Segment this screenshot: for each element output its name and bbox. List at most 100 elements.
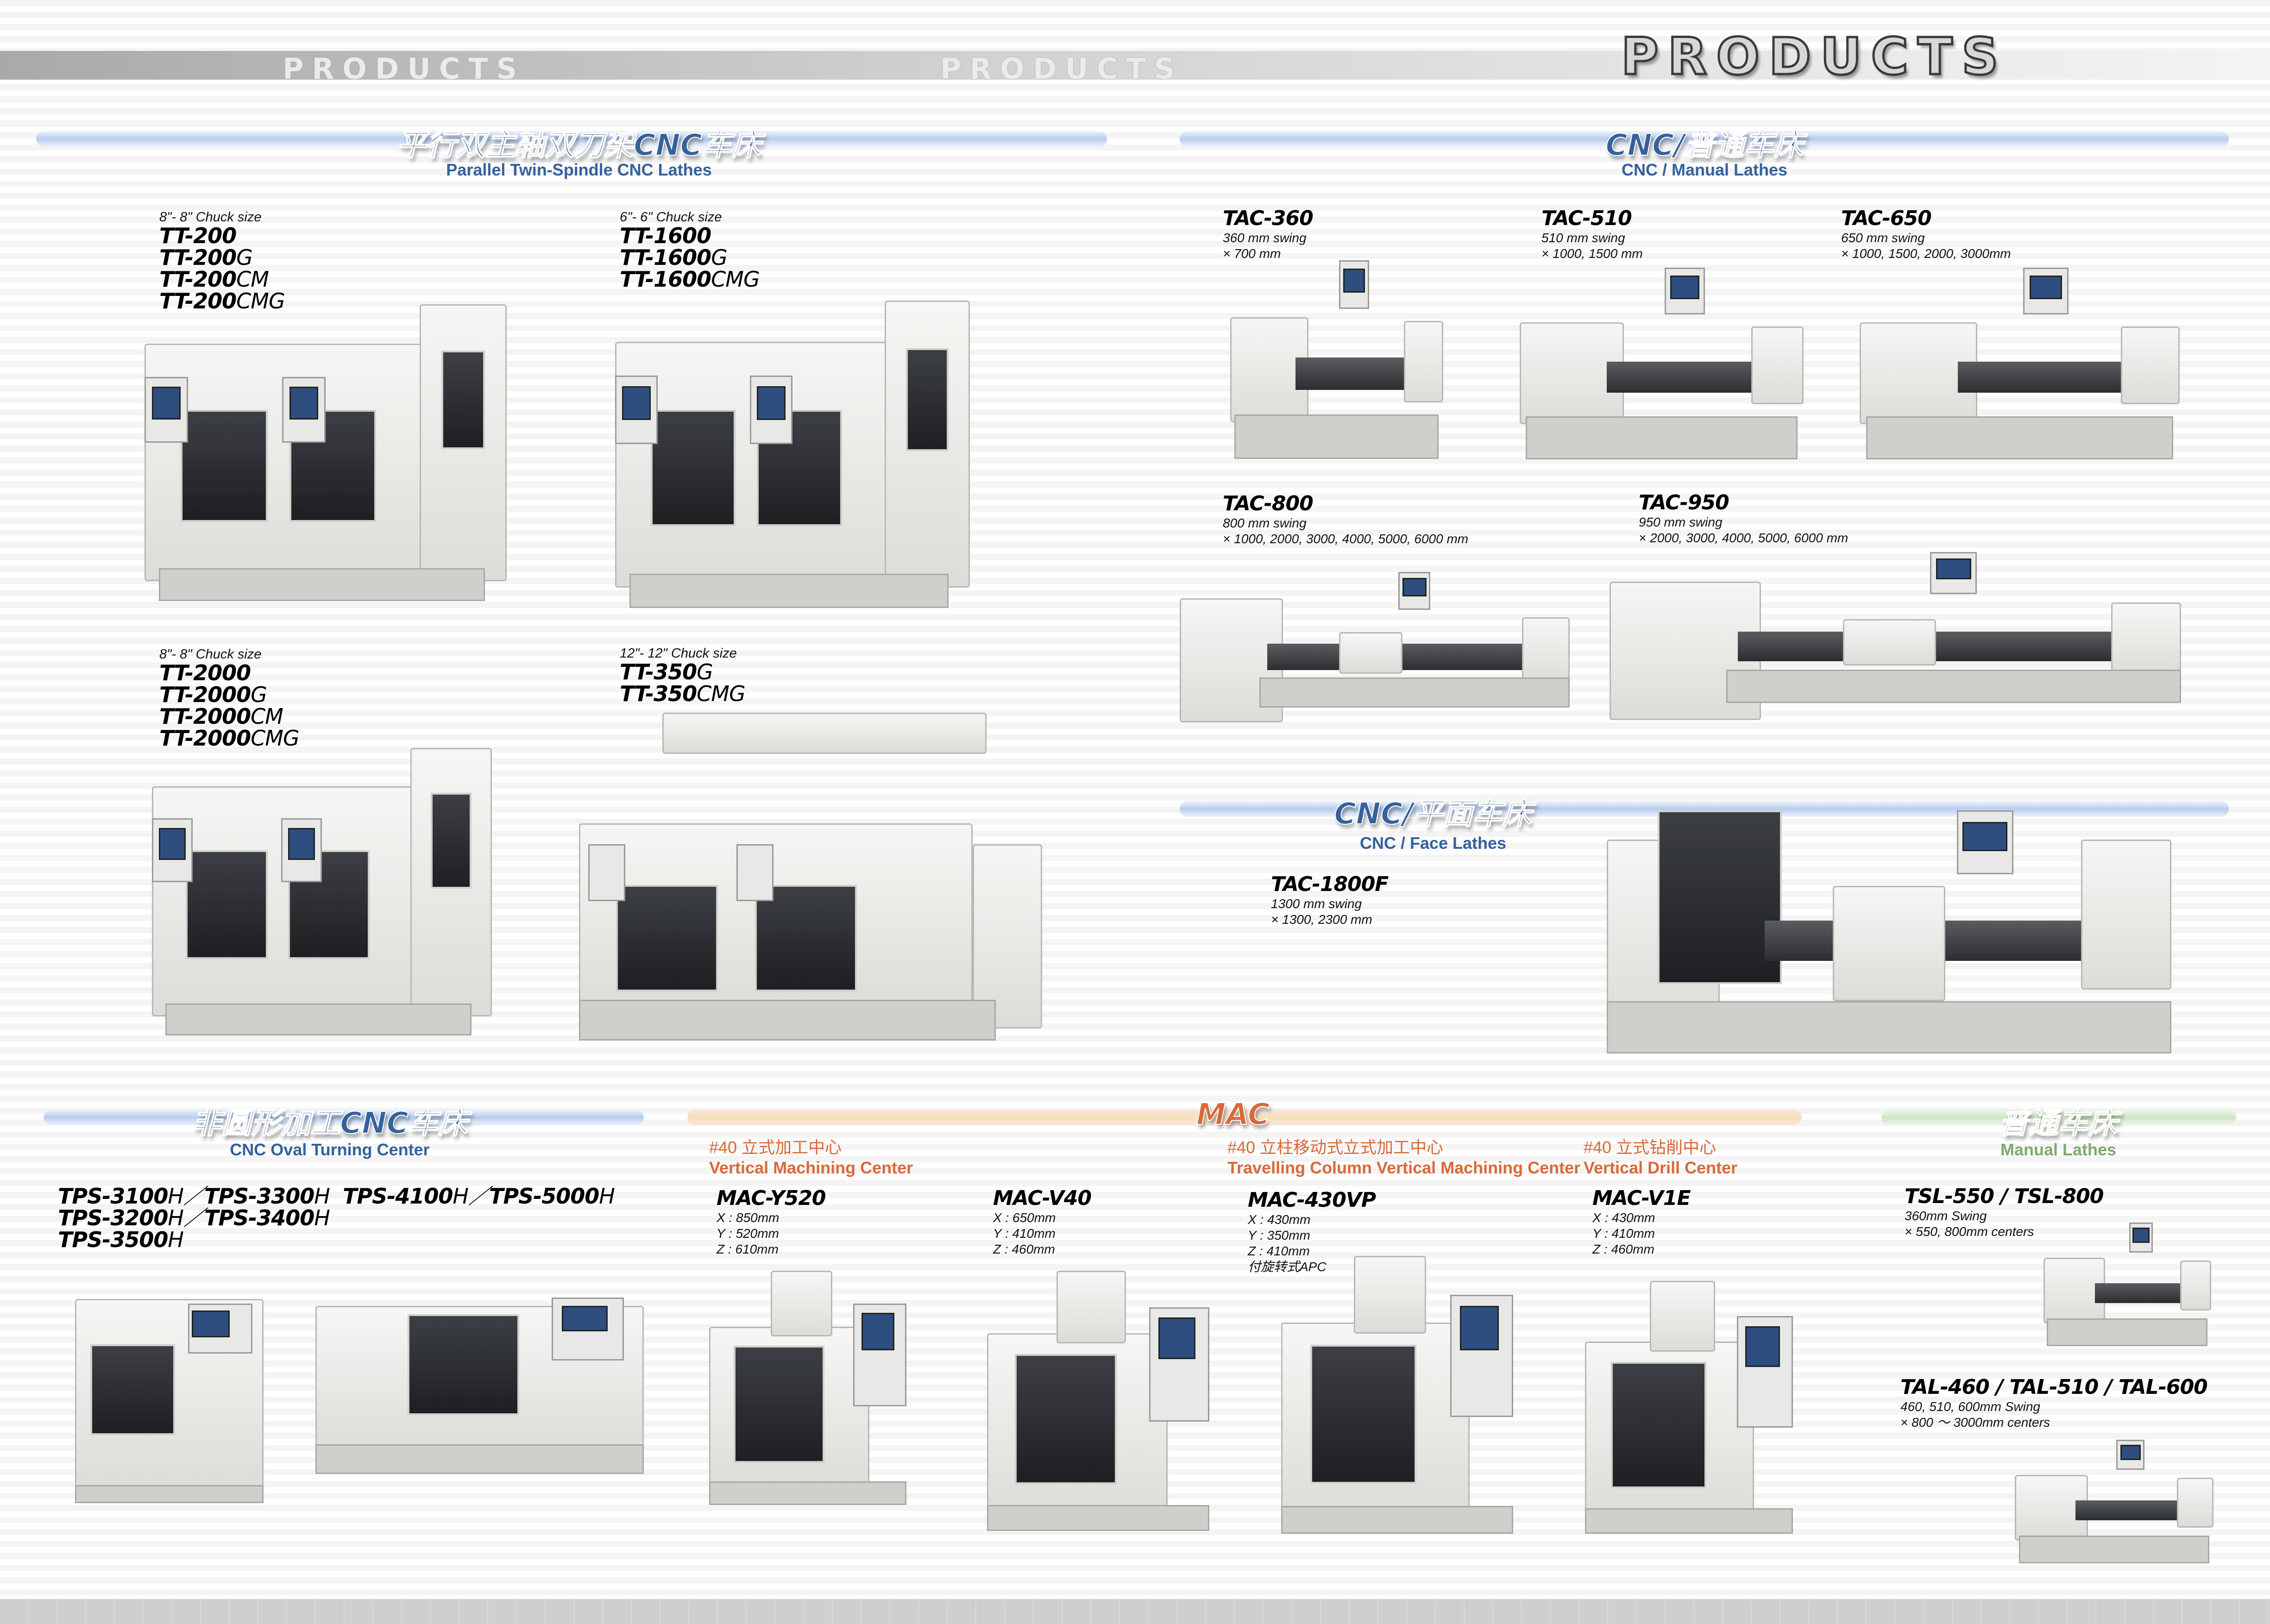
tailstock xyxy=(1522,617,1570,685)
screen xyxy=(2029,275,2062,299)
base xyxy=(2018,1535,2210,1563)
section-subtitle-oval: CNC Oval Turning Center xyxy=(230,1140,430,1159)
model-suffix: G xyxy=(251,682,267,707)
model-suffix: CMG xyxy=(711,267,760,292)
spec-x: X : 850mm xyxy=(717,1210,780,1225)
chuck-size: 8"- 8" Chuck size xyxy=(159,647,262,662)
base xyxy=(159,568,485,601)
screen xyxy=(561,1306,608,1331)
spec-y: Y : 410mm xyxy=(993,1226,1056,1241)
model-base: TT-200 xyxy=(159,245,237,270)
base xyxy=(629,574,949,608)
model-base: TT-200 xyxy=(159,267,237,292)
chuck-size: 6"- 6" Chuck size xyxy=(620,210,722,225)
base xyxy=(1866,416,2173,459)
section-bar xyxy=(1180,131,2229,147)
spec-y: Y : 410mm xyxy=(1592,1226,1655,1241)
spec-x: X : 430mm xyxy=(1248,1212,1311,1227)
page-title: PRODUCTS xyxy=(1620,26,2008,88)
product-group-tps-b: TPS-4100H／TPS-5000H xyxy=(343,1185,615,1207)
door-window xyxy=(430,792,472,889)
section-subtitle-twin: Parallel Twin-Spindle CNC Lathes xyxy=(446,160,712,179)
screen xyxy=(1936,558,1971,580)
base xyxy=(1234,414,1439,459)
base xyxy=(1585,1508,1793,1534)
section-title-manual: 普通车床 xyxy=(1999,1106,2118,1141)
side-cage xyxy=(973,844,1042,1028)
door-window xyxy=(407,1314,519,1415)
model-name: MAC-V1E xyxy=(1592,1186,1691,1210)
category-cn: #40 立式钻削中心 xyxy=(1584,1138,1717,1157)
section-bar xyxy=(687,1110,1802,1125)
spec-swing: 460, 510, 600mm Swing xyxy=(1900,1399,2040,1414)
carriage xyxy=(1832,885,1946,1002)
door-window xyxy=(616,885,718,992)
base xyxy=(2047,1318,2208,1346)
spec-z: Z : 410mm xyxy=(1248,1244,1310,1258)
screen xyxy=(861,1313,894,1351)
machine-image-tac800 xyxy=(1180,557,1578,745)
screen xyxy=(1962,822,2008,851)
model-suffix: CMG xyxy=(251,726,299,751)
model-base: TPS-4100 xyxy=(343,1184,453,1209)
tailstock xyxy=(2180,1260,2211,1311)
model-suffix: G xyxy=(697,659,713,684)
section-bar xyxy=(36,131,1107,147)
spec-length: × 2000, 3000, 4000, 5000, 6000 mm xyxy=(1639,531,1849,545)
bed xyxy=(1765,920,2138,961)
model-base: TT-1600 xyxy=(620,267,711,292)
carriage xyxy=(1339,632,1403,674)
model-suffix: H xyxy=(314,1184,330,1209)
model-base: TPS-3400 xyxy=(204,1205,314,1230)
machine-image-tsl xyxy=(2044,1223,2214,1348)
screen xyxy=(622,386,651,420)
screen xyxy=(192,1310,230,1338)
model-name: TAC-650 xyxy=(1841,207,1932,230)
section-subtitle-face: CNC / Face Lathes xyxy=(1359,834,1507,853)
spec-z: Z : 460mm xyxy=(1592,1242,1654,1256)
section-title-mac: MAC xyxy=(1196,1097,1270,1132)
spec-y: Y : 350mm xyxy=(1248,1228,1310,1242)
spindle-head xyxy=(1056,1271,1126,1344)
bed xyxy=(1267,643,1570,670)
product-group-tt1600: 6"- 6" Chuck size TT-1600 TT-1600G TT-16… xyxy=(620,209,760,290)
product-group-tps-a: TPS-3100H／TPS-3300H TPS-3200H／TPS-3400H … xyxy=(58,1185,330,1251)
spindle-head xyxy=(771,1271,833,1336)
screen xyxy=(288,828,315,860)
model-suffix: H xyxy=(453,1184,469,1209)
screen xyxy=(1670,275,1699,299)
spec-centers: × 550, 800mm centers xyxy=(1905,1224,2034,1239)
screen xyxy=(158,828,186,860)
section-title-twin: 平行双主轴双刀架CNC车床 xyxy=(396,128,761,163)
model-base: TT-2000 xyxy=(159,704,251,729)
model-name: TAC-360 xyxy=(1223,207,1314,230)
category-en: Travelling Column Vertical Machining Cen… xyxy=(1227,1158,1581,1177)
spec-swing: 650 mm swing xyxy=(1841,231,1925,245)
spec-swing: 360mm Swing xyxy=(1905,1209,1987,1223)
base xyxy=(165,1003,472,1036)
model-base: TPS-5000 xyxy=(489,1184,599,1209)
model-suffix: H xyxy=(599,1184,615,1209)
model-name: TT-200CM xyxy=(159,269,285,290)
model-name: TT-1600 xyxy=(620,225,760,247)
model-suffix: H xyxy=(168,1184,184,1209)
bed xyxy=(1737,632,2181,661)
spec-swing: 1300 mm swing xyxy=(1271,897,1362,911)
model-name: TAC-950 xyxy=(1639,491,1729,514)
base xyxy=(1726,669,2181,703)
spec-length: × 1000, 1500 mm xyxy=(1541,246,1643,261)
door-window xyxy=(906,348,949,451)
model-name: TT-200 xyxy=(159,225,285,247)
model-line: TPS-3500H xyxy=(58,1229,330,1251)
base xyxy=(1259,677,1570,708)
model-line: TPS-3100H／TPS-3300H xyxy=(58,1185,330,1207)
section-bar xyxy=(44,1110,644,1125)
